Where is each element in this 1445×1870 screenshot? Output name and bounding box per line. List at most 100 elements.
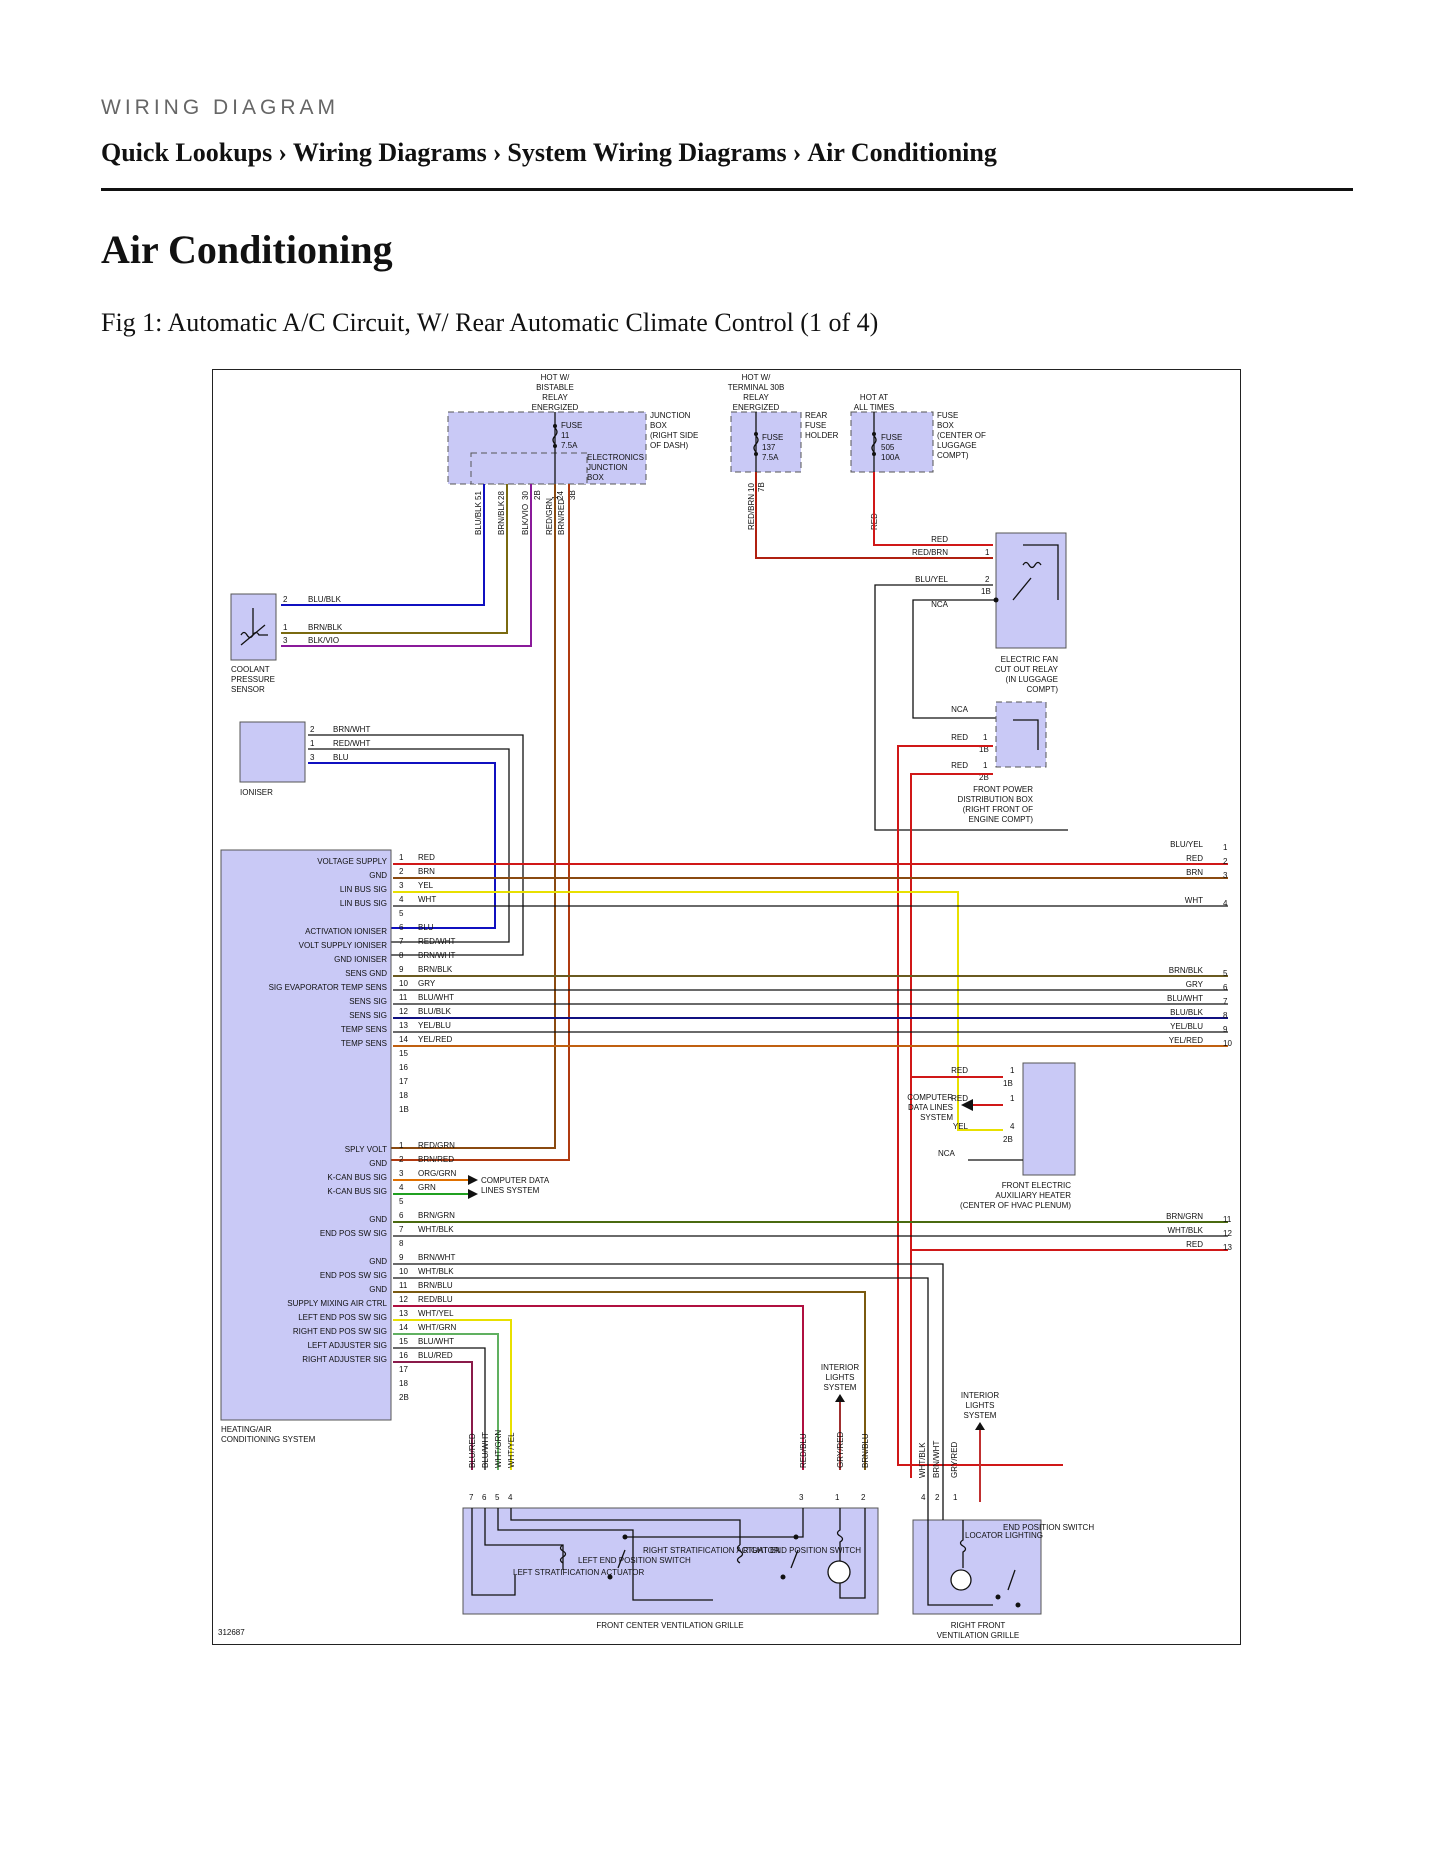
svg-text:ELECTRIC FAN: ELECTRIC FAN <box>1001 655 1059 664</box>
svg-text:GRY: GRY <box>418 979 436 988</box>
svg-text:15: 15 <box>399 1049 408 1058</box>
junction-box: FUSE 11 7.5A JUNCTION BOX (RIGHT SIDE OF… <box>447 411 698 485</box>
svg-text:K-CAN BUS SIG: K-CAN BUS SIG <box>327 1187 387 1196</box>
right-front-ventilation-grille: LOCATOR LIGHTING END POSITION SWITCH RIG… <box>912 1470 1094 1640</box>
svg-text:4: 4 <box>1010 1122 1015 1131</box>
svg-text:2: 2 <box>861 1493 866 1502</box>
svg-text:2B: 2B <box>1003 1135 1013 1144</box>
svg-text:BRN/WHT: BRN/WHT <box>418 951 455 960</box>
svg-text:10: 10 <box>399 1267 408 1276</box>
svg-text:2: 2 <box>283 595 288 604</box>
svg-text:FRONT POWER: FRONT POWER <box>973 785 1033 794</box>
svg-text:1: 1 <box>310 739 315 748</box>
svg-text:1: 1 <box>399 1141 404 1150</box>
svg-text:BLK/VIO: BLK/VIO <box>521 504 530 535</box>
svg-text:TEMP SENS: TEMP SENS <box>341 1025 387 1034</box>
luggage-fuse-box: FUSE 505 100A FUSE BOX (CENTER OF LUGGAG… <box>850 411 986 530</box>
svg-text:7: 7 <box>469 1493 474 1502</box>
svg-text:VOLT SUPPLY IONISER: VOLT SUPPLY IONISER <box>299 941 388 950</box>
svg-text:10: 10 <box>1223 1039 1232 1048</box>
svg-text:ELECTRONICS: ELECTRONICS <box>587 453 644 462</box>
svg-text:LEFT END POS SW SIG: LEFT END POS SW SIG <box>298 1313 387 1322</box>
svg-text:6: 6 <box>399 923 404 932</box>
svg-text:7.5A: 7.5A <box>561 441 578 450</box>
svg-text:SENS GND: SENS GND <box>345 969 387 978</box>
svg-text:6: 6 <box>399 1211 404 1220</box>
breadcrumb-separator: › <box>792 138 802 167</box>
svg-text:505: 505 <box>881 443 895 452</box>
svg-text:END POSITION SWITCH: END POSITION SWITCH <box>1003 1523 1094 1532</box>
svg-text:FUSE: FUSE <box>561 421 582 430</box>
svg-text:3: 3 <box>399 1169 404 1178</box>
svg-text:INTERIOR: INTERIOR <box>961 1391 999 1400</box>
svg-text:LIN BUS SIG: LIN BUS SIG <box>340 885 387 894</box>
svg-text:LEFT ADJUSTER SIG: LEFT ADJUSTER SIG <box>308 1341 387 1350</box>
hot-terminal-label: HOT W/ TERMINAL 30B RELAY ENERGIZED <box>728 373 785 412</box>
svg-text:BLU/BLK: BLU/BLK <box>308 595 342 604</box>
svg-text:RED/BRN: RED/BRN <box>912 548 948 557</box>
svg-text:4: 4 <box>921 1493 926 1502</box>
svg-text:RED: RED <box>1186 854 1203 863</box>
svg-text:(RIGHT FRONT OF: (RIGHT FRONT OF <box>963 805 1033 814</box>
wiring-diagram: HOT W/ BISTABLE RELAY ENERGIZED HOT W/ T… <box>212 369 1241 1645</box>
svg-text:5: 5 <box>399 1197 404 1206</box>
svg-text:YEL: YEL <box>953 1122 969 1131</box>
svg-text:HOT W/: HOT W/ <box>742 373 772 382</box>
heating-air-conditioning-system: HEATING/AIR CONDITIONING SYSTEM <box>220 849 392 1444</box>
svg-text:YEL/RED: YEL/RED <box>1169 1036 1203 1045</box>
svg-text:11: 11 <box>1223 1215 1232 1224</box>
svg-text:SENS SIG: SENS SIG <box>349 1011 387 1020</box>
breadcrumb-system-wiring-diagrams[interactable]: System Wiring Diagrams <box>507 138 787 167</box>
svg-text:INTERIOR: INTERIOR <box>821 1363 859 1372</box>
svg-text:WHT: WHT <box>418 895 436 904</box>
svg-text:51: 51 <box>474 491 483 500</box>
svg-text:VENTILATION GRILLE: VENTILATION GRILLE <box>937 1631 1020 1640</box>
svg-text:1: 1 <box>985 548 990 557</box>
svg-text:6: 6 <box>1223 983 1228 992</box>
svg-text:1: 1 <box>1010 1094 1015 1103</box>
svg-text:1B: 1B <box>399 1105 409 1114</box>
svg-text:RED: RED <box>951 761 968 770</box>
svg-text:WHT/GRN: WHT/GRN <box>494 1430 503 1468</box>
hot-always-label: HOT AT ALL TIMES <box>854 393 894 412</box>
junction-box-pins: 51 28 30 2B 1 24 3B <box>474 490 577 500</box>
svg-text:RED: RED <box>951 1094 968 1103</box>
svg-text:BLU/YEL: BLU/YEL <box>915 575 948 584</box>
svg-text:BLU/RED: BLU/RED <box>418 1351 453 1360</box>
svg-text:7B: 7B <box>757 482 766 492</box>
breadcrumb-wiring-diagrams[interactable]: Wiring Diagrams <box>292 138 487 167</box>
svg-text:IONISER: IONISER <box>240 788 273 797</box>
rear-fuse-holder: FUSE 137 7.5A REAR FUSE HOLDER 10 7B RED… <box>730 411 839 530</box>
svg-text:RED/BLU: RED/BLU <box>799 1433 808 1468</box>
hot-bistable-label: HOT W/ BISTABLE RELAY ENERGIZED <box>532 373 579 412</box>
svg-text:7: 7 <box>1223 997 1228 1006</box>
svg-text:LOCATOR LIGHTING: LOCATOR LIGHTING <box>965 1531 1043 1540</box>
svg-text:2B: 2B <box>979 773 989 782</box>
svg-text:YEL/BLU: YEL/BLU <box>418 1021 451 1030</box>
svg-text:PRESSURE: PRESSURE <box>231 675 275 684</box>
computer-data-lines-left: COMPUTER DATA LINES SYSTEM <box>393 1175 550 1199</box>
svg-text:1B: 1B <box>1003 1079 1013 1088</box>
svg-text:BLU/BLK: BLU/BLK <box>1170 1008 1204 1017</box>
svg-text:BRN: BRN <box>1186 868 1203 877</box>
svg-text:COMPT): COMPT) <box>937 451 969 460</box>
svg-text:GND: GND <box>369 871 387 880</box>
svg-text:13: 13 <box>399 1309 408 1318</box>
breadcrumb-quick-lookups[interactable]: Quick Lookups <box>101 138 273 167</box>
svg-text:GND IONISER: GND IONISER <box>334 955 387 964</box>
svg-text:ENERGIZED: ENERGIZED <box>733 403 780 412</box>
svg-text:BLU/BLK: BLU/BLK <box>418 1007 452 1016</box>
svg-text:BLU/BLK: BLU/BLK <box>474 501 483 535</box>
svg-text:14: 14 <box>399 1323 408 1332</box>
svg-text:FUSE: FUSE <box>937 411 958 420</box>
svg-text:LINES SYSTEM: LINES SYSTEM <box>481 1186 540 1195</box>
svg-text:FRONT ELECTRIC: FRONT ELECTRIC <box>1002 1181 1071 1190</box>
svg-text:4: 4 <box>399 895 404 904</box>
svg-text:5: 5 <box>1223 969 1228 978</box>
svg-text:LIGHTS: LIGHTS <box>826 1373 855 1382</box>
svg-text:CONDITIONING SYSTEM: CONDITIONING SYSTEM <box>221 1435 316 1444</box>
svg-text:COMPT): COMPT) <box>1026 685 1058 694</box>
interior-lights-system-center: INTERIOR LIGHTS SYSTEM <box>821 1363 859 1470</box>
svg-text:WHT/YEL: WHT/YEL <box>418 1309 454 1318</box>
breadcrumb-air-conditioning[interactable]: Air Conditioning <box>807 138 997 167</box>
